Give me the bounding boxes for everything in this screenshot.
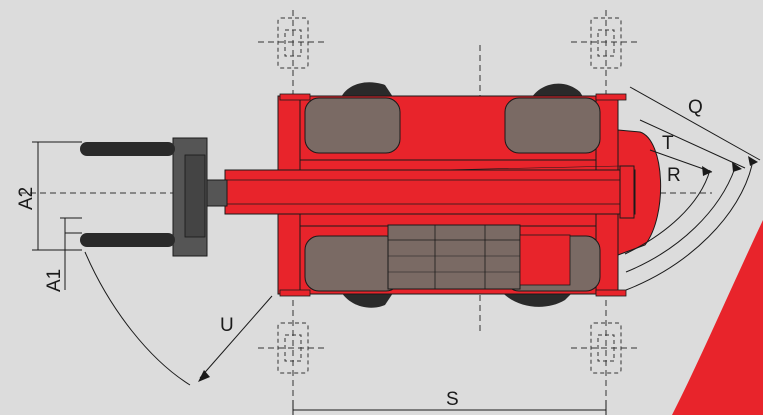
label-a2: A2 <box>16 187 37 210</box>
label-s: S <box>446 389 459 410</box>
fork-right <box>80 233 175 247</box>
tire-rear-left <box>504 97 601 154</box>
tire-front-left <box>304 97 401 154</box>
tire-front-right <box>304 235 401 292</box>
label-r: R <box>667 165 681 186</box>
label-u: U <box>220 315 234 336</box>
wheel-outlines <box>277 17 622 374</box>
label-q: Q <box>688 97 703 118</box>
cab <box>387 224 571 290</box>
arrow-heads <box>198 156 758 382</box>
label-a1: A1 <box>44 269 65 292</box>
label-t: T <box>662 133 674 154</box>
fork-left <box>80 142 175 156</box>
corner-accent <box>672 220 763 415</box>
fork-carriage <box>172 137 228 257</box>
boom <box>224 165 636 219</box>
dimension-lines <box>32 86 761 415</box>
forks <box>80 142 175 247</box>
